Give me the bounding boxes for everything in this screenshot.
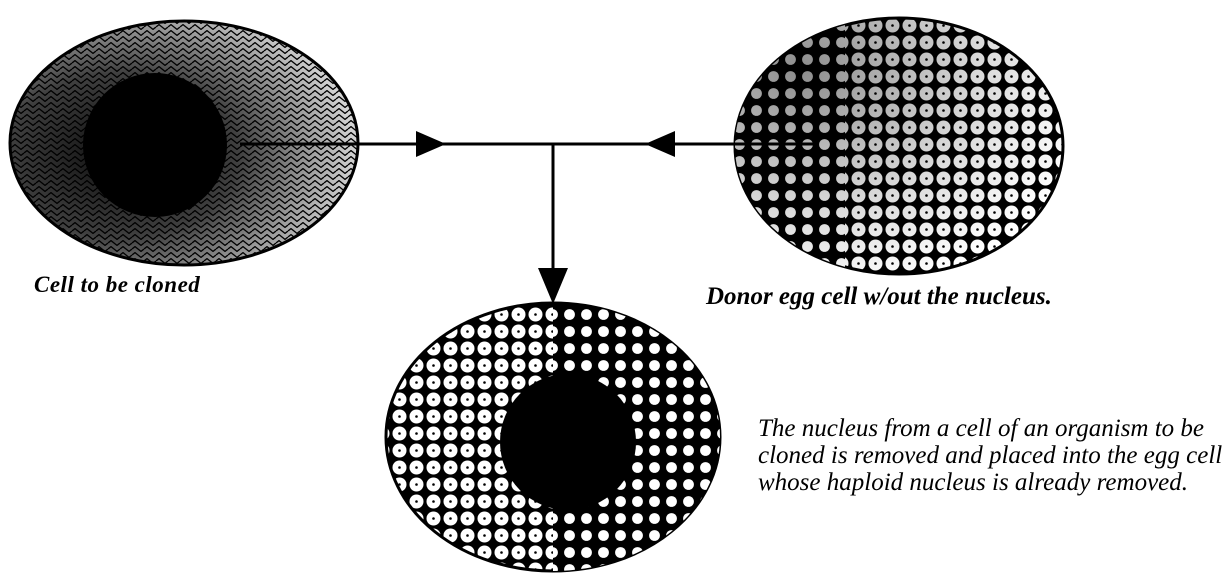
donor-cell-label: Donor egg cell w/out the nucleus.	[706, 283, 1052, 311]
donor-egg-cell	[735, 0, 1063, 300]
source-cell-label: Cell to be cloned	[34, 272, 200, 298]
process-description: The nucleus from a cell of an organism t…	[758, 415, 1223, 496]
transplanted-nucleus	[500, 374, 636, 510]
arrow-from-source-icon	[416, 131, 446, 157]
arrow-down-icon	[538, 268, 568, 304]
arrow-from-donor-icon	[645, 131, 675, 157]
cloned-egg-cell	[386, 300, 723, 577]
source-nucleus	[83, 73, 227, 217]
